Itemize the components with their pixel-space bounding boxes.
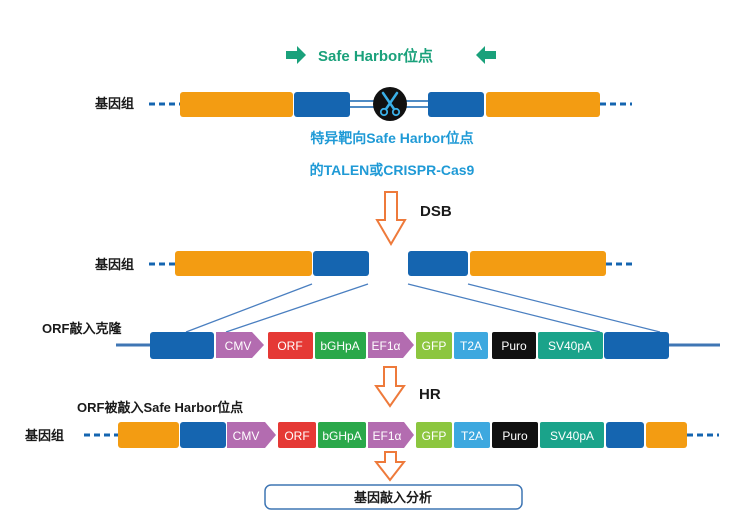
modified-inner-right xyxy=(606,422,644,448)
analysis-box: 基因敲入分析 xyxy=(264,484,523,510)
homology-arm-left-outer-2 xyxy=(175,251,312,276)
cmv-promoter: CMV xyxy=(216,332,264,358)
t2a-label: T2A xyxy=(460,339,482,353)
analysis-box-label: 基因敲入分析 xyxy=(353,490,432,505)
sv40pa-label: SV40pA xyxy=(548,339,592,353)
genome-row-1: 基因组 xyxy=(94,87,632,121)
bghpa-segment: bGHpA xyxy=(315,332,366,359)
gfp-segment: GFP xyxy=(416,332,452,359)
genome-label-3: 基因组 xyxy=(24,428,64,443)
homology-arm-right-inner-1 xyxy=(428,92,484,117)
bghpa-label: bGHpA xyxy=(320,339,359,353)
sv40pa-segment-modified: SV40pA xyxy=(540,422,604,448)
orf-label-modified: ORF xyxy=(284,429,309,443)
puro-label: Puro xyxy=(501,339,527,353)
puro-segment: Puro xyxy=(492,332,536,359)
cmv-promoter-modified: CMV xyxy=(227,422,276,448)
nuclease-text-line1: 特异靶向Safe Harbor位点 xyxy=(310,130,473,146)
modified-genome-row: 基因组 CMV ORF bGHpA EF1α GFP T2A xyxy=(24,422,719,448)
sv40pa-label-modified: SV40pA xyxy=(550,429,594,443)
title-group: Safe Harbor位点 xyxy=(286,46,496,65)
homology-arm-left-inner-2 xyxy=(313,251,369,276)
title-text: Safe Harbor位点 xyxy=(318,47,433,65)
donor-row: ORF敲入克隆 CMV ORF bGHpA EF1α GFP T2A xyxy=(42,321,720,359)
nuclease-text-line2: 的TALEN或CRISPR-Cas9 xyxy=(310,162,475,178)
gfp-label: GFP xyxy=(422,339,447,353)
modified-inner-left xyxy=(180,422,226,448)
dsb-label: DSB xyxy=(420,203,452,220)
modified-outer-left xyxy=(118,422,179,448)
ef1a-label: EF1α xyxy=(372,339,401,353)
genome-label-1: 基因组 xyxy=(94,96,134,111)
genome-label-2: 基因组 xyxy=(94,257,134,272)
donor-homology-arm-left xyxy=(150,332,214,359)
dsb-down-arrow xyxy=(375,191,407,246)
homology-arm-left-outer-1 xyxy=(180,92,293,117)
t2a-label-modified: T2A xyxy=(461,429,483,443)
cmv-label: CMV xyxy=(225,339,252,353)
modified-outer-right xyxy=(646,422,687,448)
orf-segment: ORF xyxy=(268,332,313,359)
hr-down-arrow xyxy=(374,366,406,408)
homology-arm-left-inner-1 xyxy=(294,92,350,117)
homology-arm-right-outer-1 xyxy=(486,92,600,117)
ef1a-promoter: EF1α xyxy=(368,332,414,358)
ef1a-promoter-modified: EF1α xyxy=(368,422,414,448)
bghpa-segment-modified: bGHpA xyxy=(318,422,366,448)
puro-segment-modified: Puro xyxy=(492,422,538,448)
donor-label: ORF敲入克隆 xyxy=(42,321,122,336)
gfp-label-modified: GFP xyxy=(422,429,447,443)
scissors-icon xyxy=(373,87,407,121)
hr-label: HR xyxy=(419,386,441,403)
gfp-segment-modified: GFP xyxy=(416,422,452,448)
puro-label-modified: Puro xyxy=(502,429,528,443)
t2a-segment: T2A xyxy=(454,332,488,359)
genome-row-2: 基因组 xyxy=(94,251,634,276)
homology-arm-right-inner-2 xyxy=(408,251,468,276)
donor-homology-arm-right xyxy=(604,332,669,359)
left-arrow-icon xyxy=(476,46,496,64)
cmv-label-modified: CMV xyxy=(233,429,260,443)
homology-arm-right-outer-2 xyxy=(470,251,606,276)
bghpa-label-modified: bGHpA xyxy=(322,429,361,443)
ef1a-label-modified: EF1α xyxy=(373,429,402,443)
sv40pa-segment: SV40pA xyxy=(538,332,603,359)
result-label: ORF被敲入Safe Harbor位点 xyxy=(77,400,243,415)
homology-crossover-lines xyxy=(185,283,661,333)
t2a-segment-modified: T2A xyxy=(454,422,490,448)
orf-segment-modified: ORF xyxy=(278,422,316,448)
orf-label: ORF xyxy=(277,339,302,353)
right-arrow-icon xyxy=(286,46,306,64)
analysis-down-arrow xyxy=(373,451,407,482)
